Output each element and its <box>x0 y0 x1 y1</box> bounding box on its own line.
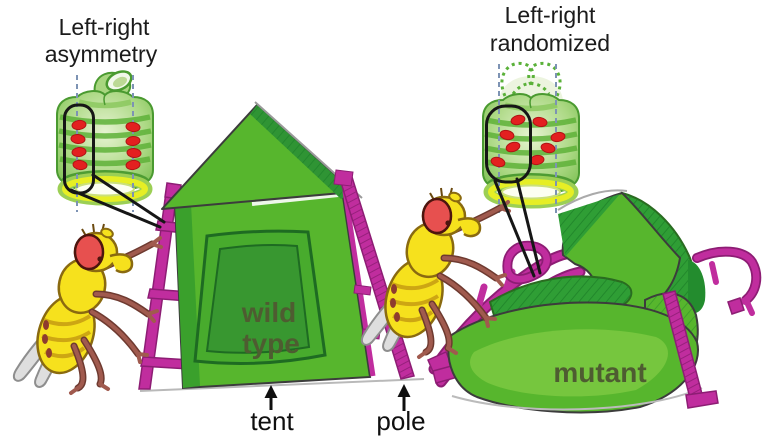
gut-cells-left-column <box>70 119 88 171</box>
tent-mutant: mutant <box>427 189 762 414</box>
wild-type-label-line2: type <box>242 328 300 359</box>
left-panel: Left-right asymmetry <box>14 14 425 393</box>
tent-wild-type: wild type <box>138 101 425 392</box>
mutant-pole-right <box>662 290 719 409</box>
tent-arrow <box>264 385 278 410</box>
right-title-line1: Left-right <box>505 2 596 28</box>
mutant-pole-arm <box>692 246 762 316</box>
pole-arrow <box>397 384 411 411</box>
fly-left <box>14 224 161 393</box>
magnifier-callout-right <box>485 104 542 278</box>
gut-tube-inner <box>112 76 128 88</box>
midline-guides <box>76 75 134 212</box>
gut-asymmetric <box>57 70 153 212</box>
left-title-line2: asymmetry <box>45 41 158 67</box>
tent-body-shade <box>175 203 200 388</box>
pole-label: pole <box>376 406 425 436</box>
gut-ghost-tubes <box>500 61 562 97</box>
gut-cells-right-column <box>125 121 142 171</box>
wild-type-label: wild <box>241 297 296 328</box>
ground-sketch-line <box>451 387 703 411</box>
tent-label: tent <box>250 406 294 436</box>
right-panel: Left-right randomized <box>362 2 762 414</box>
annotation-labels: tent pole <box>250 384 426 436</box>
ground-line <box>139 378 425 392</box>
gut-cells-randomized <box>490 114 566 168</box>
canopy-bottom-highlight <box>470 329 668 397</box>
tent-door-inner <box>205 244 311 354</box>
right-title-line2: randomized <box>490 30 610 56</box>
left-title-line1: Left-right <box>59 14 150 40</box>
gut-randomized <box>483 61 579 215</box>
canopy-right-blob <box>688 260 706 314</box>
canopy-sketch-line <box>557 189 628 211</box>
magnifier-callout-left <box>63 103 166 229</box>
mutant-label: mutant <box>553 357 646 388</box>
